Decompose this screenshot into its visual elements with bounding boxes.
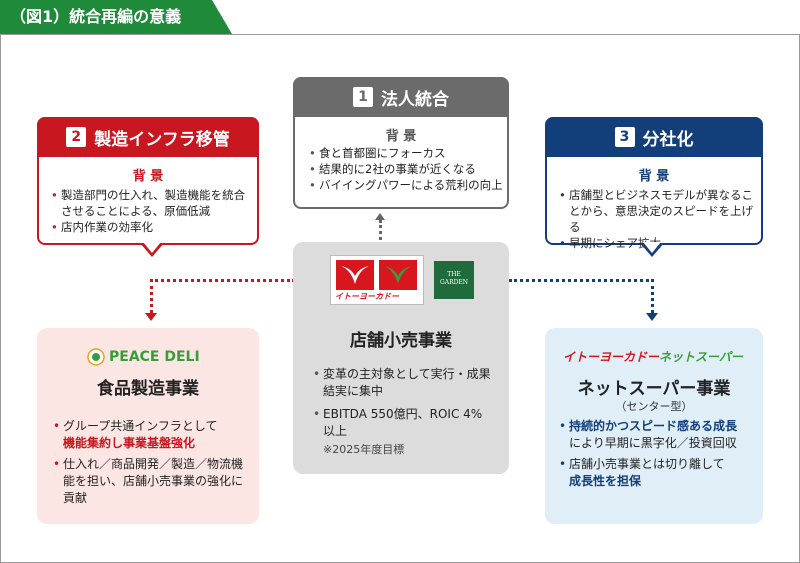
number-badge: 3 [614,127,635,147]
list-item: 早期にシェア拡大 [559,235,757,251]
box-spinoff-header: 3 分社化 [545,117,763,157]
callout-tail-fill [143,242,161,253]
list-item: 持続的かつスピード感ある成長 により早期に黒字化／投資回収 [559,418,759,452]
background-list: 製造部門の仕入れ、製造機能を統合させることによる、原価低減 店内作業の効率化 [51,187,251,235]
list-item: グループ共通インフラとして 機能集約し事業基盤強化 [53,418,249,452]
list-text: 店舗小売事業とは切り離して [569,457,725,471]
box-manufacturing-transfer: 2 製造インフラ移管 背 景 製造部門の仕入れ、製造機能を統合させることによる、… [37,117,259,245]
background-list: 食と首都圏にフォーカス 結果的に2社の事業が近くなる バイイングパワーによる荒利… [309,145,505,193]
right-subtitle: （センター型） [615,400,693,413]
box-legal-merger: 1 法人統合 背 景 食と首都圏にフォーカス 結果的に2社の事業が近くなる バイ… [293,77,509,209]
list-text-emphasis: 機能集約し事業基盤強化 [63,436,196,450]
list-item: 仕入れ／商品開発／製造／物流機能を担い、店舗小売事業の強化に貢献 [53,456,249,507]
net-super-card: イトーヨーカドーネットスーパー ネットスーパー事業 （センター型） 持続的かつス… [545,328,763,524]
left-list: グループ共通インフラとして 機能集約し事業基盤強化 仕入れ／商品開発／製造／物流… [53,418,249,507]
right-title: ネットスーパー事業 [577,379,731,399]
connector-line [509,279,654,282]
list-text-emphasis: 成長性を担保 [569,474,642,488]
center-list: 変革の主対象として実行・成果結実に集中 EBITDA 550億円、ROIC 4%… [313,366,493,440]
list-item: 製造部門の仕入れ、製造機能を統合させることによる、原価低減 [51,187,251,219]
box-legal-merger-header: 1 法人統合 [293,77,509,117]
list-item: バイイングパワーによる荒利の向上 [309,177,505,193]
number-badge: 1 [353,87,373,107]
center-title: 店舗小売事業 [350,331,452,351]
list-item: 結果的に2社の事業が近くなる [309,161,505,177]
center-retail-card: イトーヨーカドー THE GARDEN 店舗小売事業 変革の主対象として実行・成… [293,242,509,474]
ito-yokado-logo: イトーヨーカドー [330,255,424,305]
number-badge: 2 [66,127,87,147]
net-super-logo: イトーヨーカドーネットスーパー [563,348,743,365]
background-label: 背 景 [638,169,670,184]
the-garden-logo: THE GARDEN [434,261,474,299]
garden-line2: GARDEN [439,279,469,286]
peace-deli-emblem-icon [87,348,105,366]
background-list: 店舗型とビジネスモデルが異なることから、意思決定のスピードを上げる 早期にシェア… [559,187,757,251]
box-legal-merger-title: 法人統合 [381,89,449,110]
list-item: 店舗小売事業とは切り離して 成長性を担保 [559,456,759,490]
peace-deli-logo: PEACE DELI [87,348,200,366]
food-manufacturing-card: PEACE DELI 食品製造事業 グループ共通インフラとして 機能集約し事業基… [37,328,259,524]
logo-text: イトーヨーカドー [335,292,399,301]
garden-line1: THE [447,271,461,278]
peace-deli-text: PEACE DELI [109,349,200,365]
background-label: 背 景 [132,169,164,184]
figure-title: （図1）統合再編の意義 [0,0,232,34]
list-text: グループ共通インフラとして [63,419,218,433]
list-item: EBITDA 550億円、ROIC 4%以上 [313,406,493,440]
connector-arrow-up [375,213,385,220]
connector-arrow-down [145,313,157,321]
connector-arrow-down [646,313,658,321]
left-title: 食品製造事業 [97,379,199,399]
box-manufacturing-title: 製造インフラ移管 [94,129,230,150]
list-item: 店舗型とビジネスモデルが異なることから、意思決定のスピードを上げる [559,187,757,235]
box-spinoff: 3 分社化 背 景 店舗型とビジネスモデルが異なることから、意思決定のスピードを… [545,117,763,251]
center-note: ※2025年度目標 [323,443,405,456]
box-manufacturing-header: 2 製造インフラ移管 [37,117,259,157]
connector-line [150,279,153,313]
logo-net-super: ネットスーパー [659,350,743,364]
logo-ito-yokado: イトーヨーカドー [563,350,660,364]
bird-logo-icon [336,260,417,290]
connector-line [150,279,295,282]
right-list: 持続的かつスピード感ある成長 により早期に黒字化／投資回収 店舗小売事業とは切り… [559,418,759,490]
connector-line [379,220,382,240]
connector-line [651,279,654,313]
list-item: 変革の主対象として実行・成果結実に集中 [313,366,493,400]
list-item: 食と首都圏にフォーカス [309,145,505,161]
background-label: 背 景 [385,129,417,144]
list-text-emphasis: 持続的かつスピード感ある成長 [569,419,738,433]
box-spinoff-title: 分社化 [642,129,694,150]
list-item: 店内作業の効率化 [51,219,251,235]
callout-tail-fill [643,242,661,253]
list-text: により早期に黒字化／投資回収 [569,436,737,450]
